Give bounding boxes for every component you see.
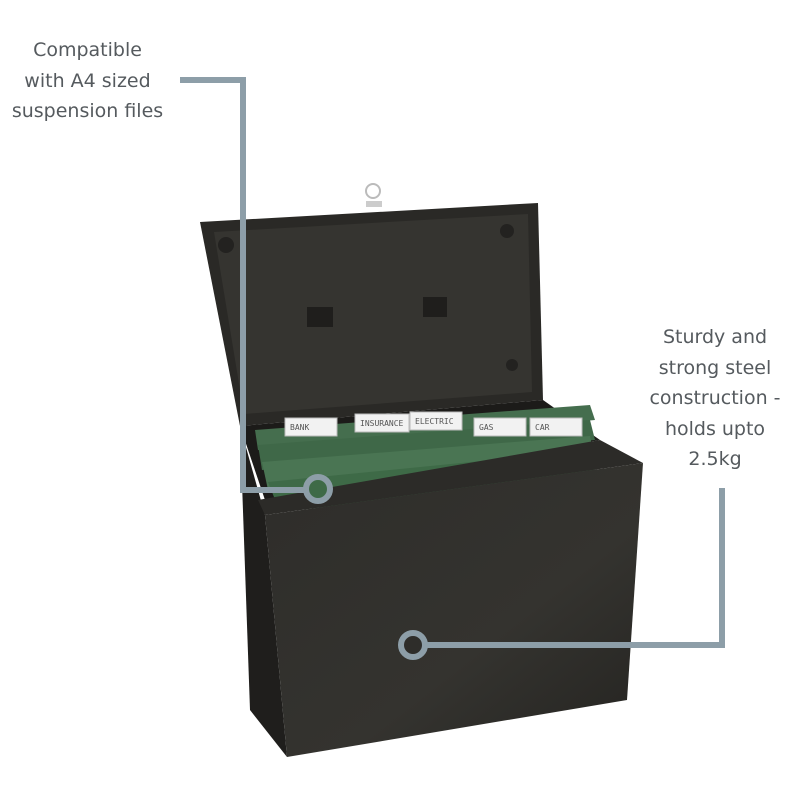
file-tab: ELECTRIC <box>409 411 463 431</box>
lock-key-icon <box>365 183 382 207</box>
lid-clip <box>307 307 333 327</box>
box-side <box>240 426 287 757</box>
callout-a4-compatibility: Compatible with A4 sized suspension file… <box>0 35 175 127</box>
callout-line: Compatible <box>33 39 142 61</box>
callout-line: construction - <box>649 387 781 409</box>
callout-line: holds upto <box>664 417 766 440</box>
file-tab: CAR <box>529 417 583 437</box>
lid-rivet <box>500 224 514 238</box>
lid-clip <box>423 297 447 317</box>
open-lid <box>200 203 543 426</box>
file-tab-label: ELECTRIC <box>415 417 454 426</box>
callout-steel-construction: Sturdy and strong steel construction - h… <box>640 322 790 475</box>
callout-line: Sturdy and <box>662 326 768 348</box>
callout-line: suspension files <box>11 100 164 122</box>
callout-connector <box>180 77 725 660</box>
callout-line: with A4 sized <box>24 69 151 92</box>
file-tab: GAS <box>473 417 527 437</box>
file-tab-label: GAS <box>479 423 494 432</box>
file-tab: BANK <box>284 417 338 437</box>
file-tab: INSURANCE <box>354 413 410 433</box>
lid-rivet <box>218 237 234 253</box>
callout-line: strong steel <box>658 356 772 379</box>
callout-line: 2.5kg <box>688 448 742 470</box>
file-tab-label: BANK <box>290 423 309 432</box>
box-front <box>265 463 643 757</box>
lid-rivet <box>506 359 518 371</box>
file-tab-label: INSURANCE <box>360 419 404 428</box>
file-tab-label: CAR <box>535 423 550 432</box>
